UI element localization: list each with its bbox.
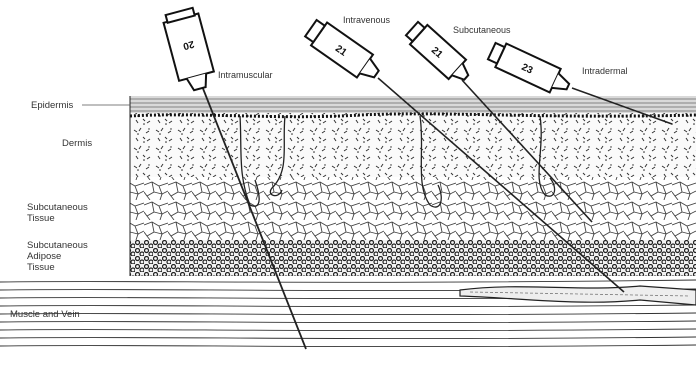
label-subcutaneous-tissue-2: Tissue xyxy=(27,213,55,224)
label-adipose-2: Adipose xyxy=(27,251,61,262)
label-adipose-1: Subcutaneous xyxy=(27,240,88,251)
label-epidermis: Epidermis xyxy=(31,100,73,111)
label-intradermal: Intradermal xyxy=(582,66,628,76)
label-subcutaneous: Subcutaneous xyxy=(453,25,511,35)
label-intravenous: Intravenous xyxy=(343,15,391,25)
label-muscle-vein: Muscle and Vein xyxy=(10,309,80,320)
label-subcutaneous-tissue-1: Subcutaneous xyxy=(27,202,88,213)
subcutaneous-tissue-layer xyxy=(130,177,696,240)
label-intramuscular: Intramuscular xyxy=(218,70,273,80)
label-adipose-3: Tissue xyxy=(27,262,55,273)
dermis-layer xyxy=(130,113,696,177)
tissue-layers xyxy=(0,96,696,354)
label-dermis: Dermis xyxy=(62,138,92,149)
adipose-tissue-layer xyxy=(130,240,696,276)
epidermis-layer xyxy=(130,96,696,113)
